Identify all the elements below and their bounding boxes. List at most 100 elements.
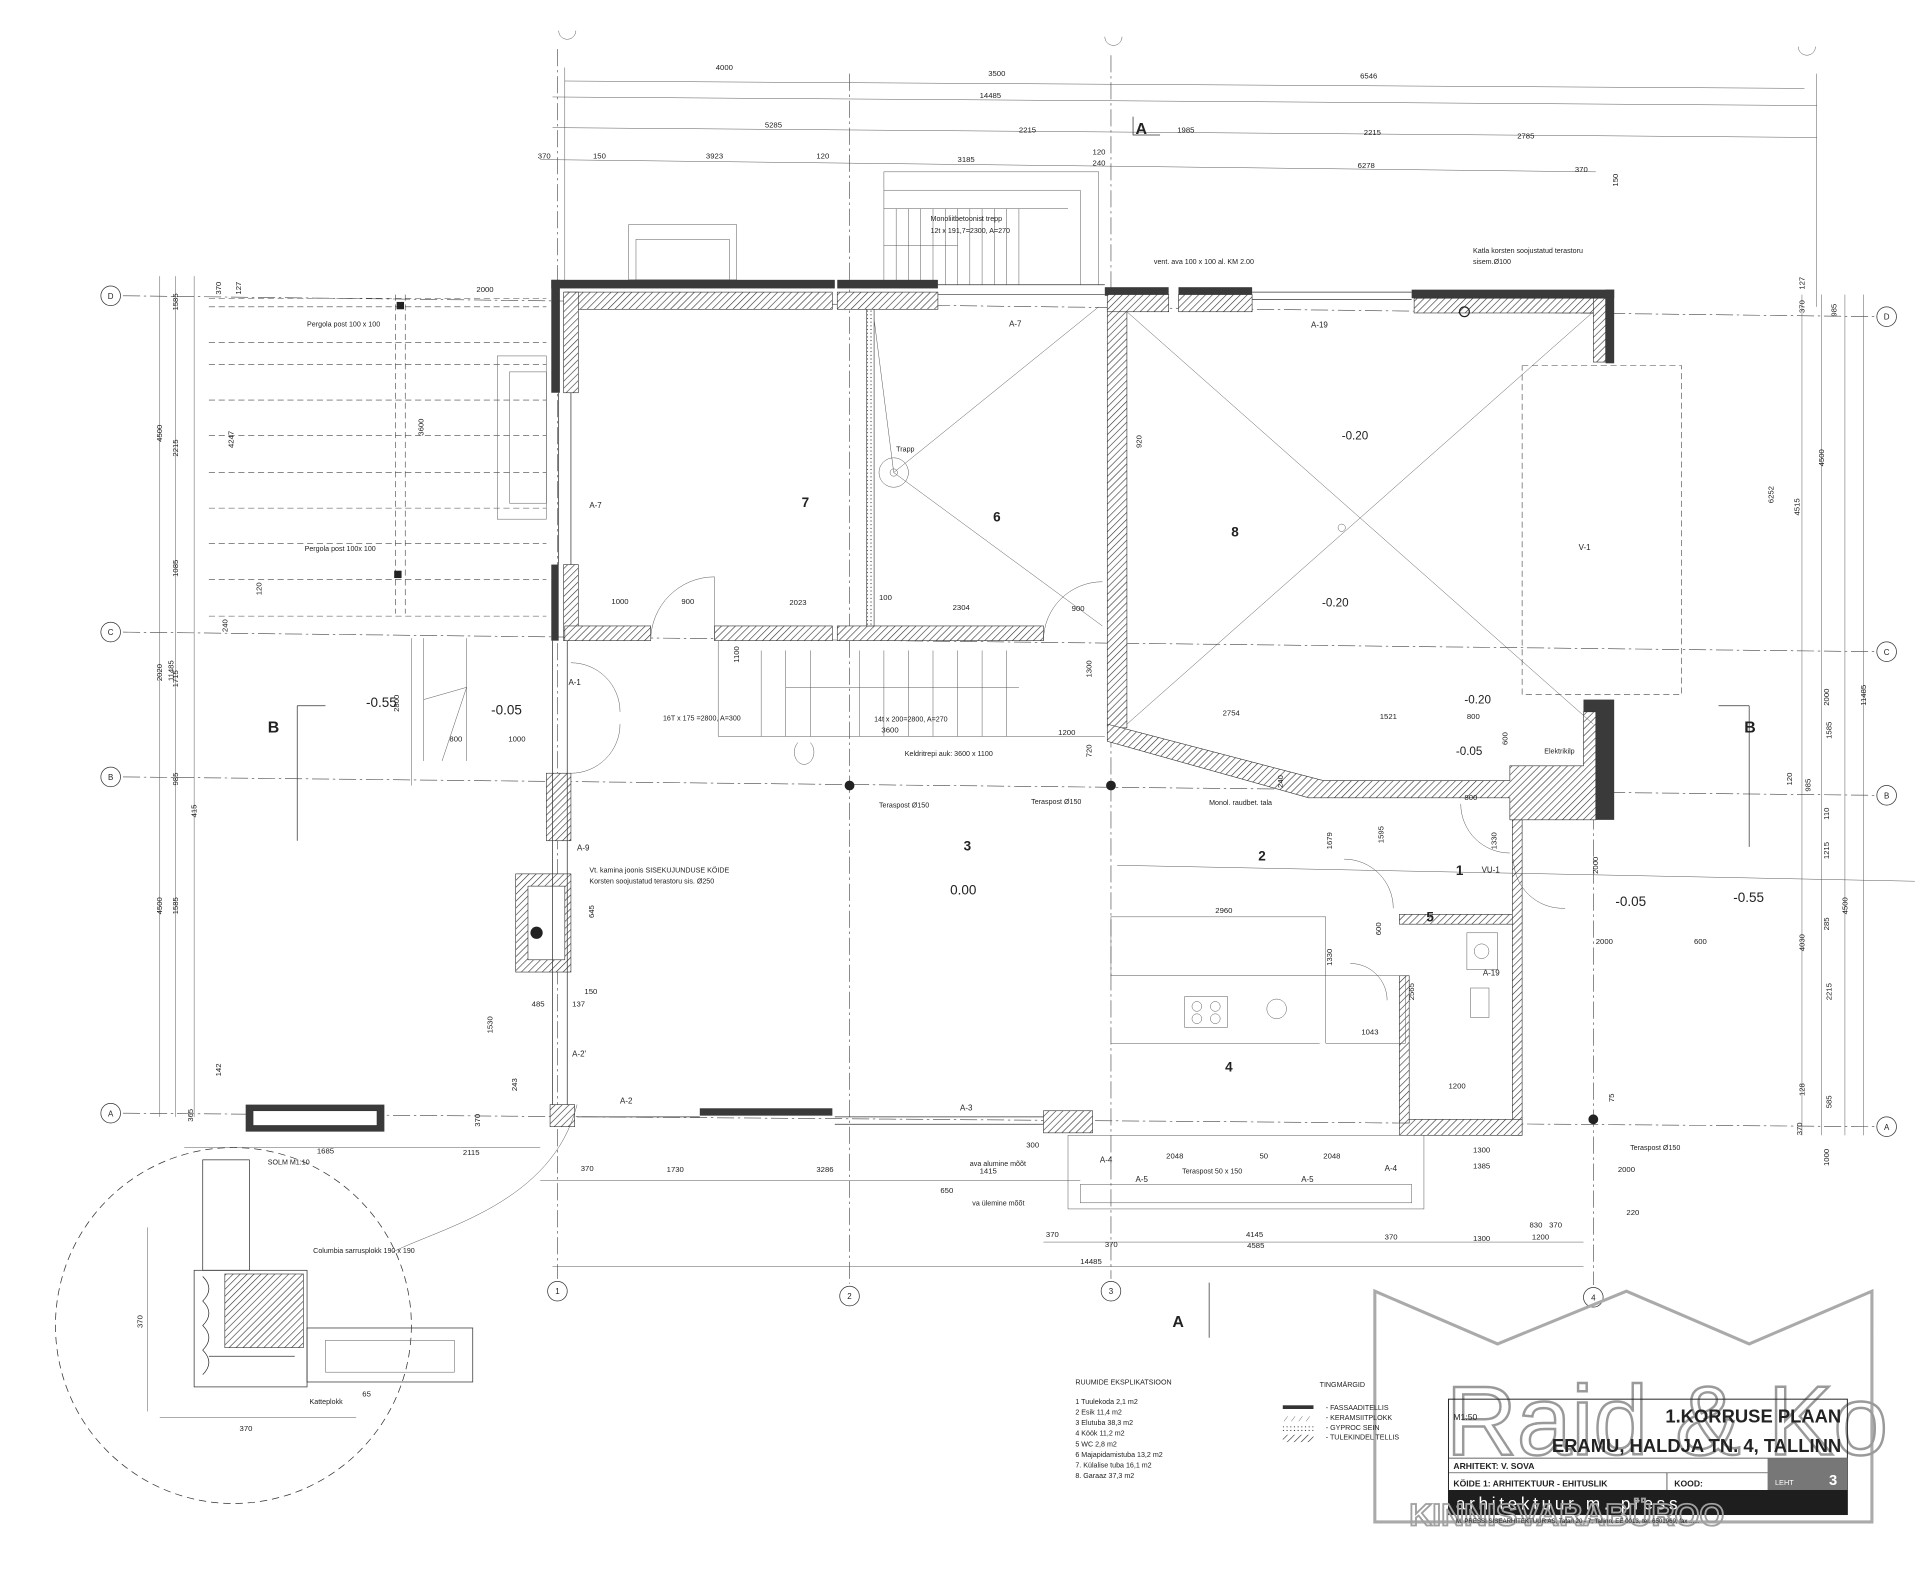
dimension-label: 14485 [1080,1257,1101,1266]
firm-name: arhitektuur m. press [1456,1494,1681,1514]
dimension-label: 2800 [392,695,401,712]
wall-type-code: VU-1 [1482,866,1501,875]
dimension-label: 150 [593,151,606,160]
dimension-label: 1530 [485,1016,494,1033]
annotation-label: Teraspost Ø150 [879,802,929,810]
grid-axis-label-bottom: 4 [1591,1293,1596,1302]
dimension-label: 243 [510,1078,519,1091]
legend: TINGMÄRGID [1282,1381,1365,1443]
dimension-label: 900 [681,597,694,606]
dimension-label: 1330 [1489,832,1498,849]
grid-axis-bubbles [100,285,1897,1308]
dimension-label: 11485 [1859,685,1868,706]
grid-axis-label-right: A [1884,1123,1890,1132]
dimension-label: 370 [1549,1220,1562,1229]
dimension-label: 2754 [1223,709,1241,718]
dimension-label: 2304 [953,603,971,612]
project-name: ERAMU, HALDJA TN. 4, TALLINN [1552,1435,1841,1456]
room-schedule: RUUMIDE EKSPLIKATSIOON [1075,1378,1171,1386]
room-schedule-item: 4 Köök 11,2 m2 [1075,1430,1124,1438]
dimension-label: 4030 [1797,934,1806,951]
dimension-label: 4500 [155,897,164,914]
annotation-label: Keldritrepi auk: 3600 x 1100 [905,750,993,758]
dimension-label: 800 [1467,712,1480,721]
walls [245,279,1615,1136]
dimension-label: 830 [1529,1220,1542,1229]
legend-swatch-gyproc [1282,1426,1314,1432]
dimension-label: 4145 [1246,1230,1263,1239]
dimension-label: 128 [1797,1083,1806,1096]
grid-axis-label-right: B [1884,791,1889,800]
dimension-label: 137 [572,999,585,1008]
grid-axis-label-left: C [108,628,114,637]
dimension-label: 4500 [1840,897,1849,914]
dimension-label: 50 [1259,1152,1268,1161]
room-schedule-item: 8. Garaaz 37,3 m2 [1075,1472,1134,1480]
room-schedule-item: 7. Külalise tuba 16,1 m2 [1075,1461,1151,1469]
annotation-label: Vt. kamina joonis SISEKUJUNDUSE KÖIDE [589,867,729,875]
dimension-label: 4585 [1247,1241,1264,1250]
dimension-label: 1730 [667,1165,684,1174]
annotation-label: 16T x 175 =2800, A=300 [663,714,741,722]
dimension-label: 4000 [716,63,733,72]
dimension-label: 1585 [171,293,180,310]
dimension-label: 370 [1105,1240,1118,1249]
dimension-label: 6252 [1767,486,1776,503]
dimension-label: 110 [1822,808,1831,820]
annotation-label: va ülemine mõõt [972,1199,1024,1207]
watermark-subtitle: KINNISVARABÜROO [1409,1497,1724,1533]
annotation-label: Pergola post 100 x 100 [307,320,380,328]
dimension-label: 2000 [1596,937,1613,946]
room-number: 4 [1225,1059,1233,1074]
grid-axis-label-bottom: 1 [555,1287,560,1296]
dimension-label: 370 [581,1164,594,1173]
room-schedule-item: 3 Elutuba 38,3 m2 [1075,1419,1133,1427]
dimension-label: 6546 [1360,72,1377,81]
annotation-label: SOLM M1:10 [268,1159,310,1167]
wall-type-code: A-2' [572,1050,586,1059]
dimension-label: 300 [1026,1141,1039,1150]
dimension-label: 600 [1694,937,1707,946]
code-label: KOOD: [1674,1478,1703,1488]
dimension-label: 240 [1276,775,1285,788]
room-schedule-item: 5 WC 2,8 m2 [1075,1440,1117,1448]
dimension-label: 2960 [1215,906,1232,915]
fixtures [411,306,1915,1210]
dimension-label: 2000 [476,285,493,294]
floor-level-mark: -0.05 [491,702,522,717]
dimension-label: 2215 [1824,983,1833,1000]
dimension-label: 645 [587,905,596,918]
annotation-label: vent. ava 100 x 100 al. KM 2.00 [1154,258,1254,266]
legend-item: - TULEKINDEL TELLIS [1326,1434,1400,1442]
annotation-label: 12t x 191,7=2300, A=270 [931,227,1011,235]
dimension-label: 1985 [1177,126,1194,135]
dimension-label: 800 [449,734,462,743]
dimension-label: 2048 [1166,1152,1183,1161]
dimension-label: 2115 [463,1148,480,1157]
dimension-label: 240 [220,619,229,632]
dimension-label: 600 [1374,922,1383,935]
dimension-label: 1200 [1058,728,1075,737]
annotation-label: Trapp [896,446,914,454]
dimension-label: 3500 [988,69,1005,78]
dimension-label: 1043 [1361,1028,1378,1037]
sheet-title: 1.KORRUSE PLAAN [1665,1405,1841,1426]
room-schedule-item: 2 Esik 11,4 m2 [1075,1409,1122,1417]
wall-type-code: A-19 [1483,969,1500,978]
dimension-label: 220 [1626,1208,1639,1217]
firm-address: M. PRESSI SISEARHITEKTUUR AS, Tatari 20 … [1456,1518,1700,1525]
dimension-label: 370 [473,1114,482,1127]
annotation-label: Katla korsten soojustatud terastoru [1473,247,1583,255]
dimension-label: 370 [1795,1122,1804,1135]
wall-type-code: A-9 [577,844,590,853]
legend-swatch-fire-brick [1282,1434,1314,1443]
dimension-label: 370 [1575,165,1588,174]
dimension-label: 14485 [980,91,1001,100]
dimension-label: 240 [1093,159,1106,168]
dimension-label: 1585 [1824,722,1833,739]
dimension-label: 150 [584,987,597,996]
dimension-label: 1715 [171,670,180,687]
wall-type-code: A-4 [1100,1155,1113,1164]
grid-axis-label-left: B [108,773,113,782]
dimension-label: 485 [532,999,545,1008]
